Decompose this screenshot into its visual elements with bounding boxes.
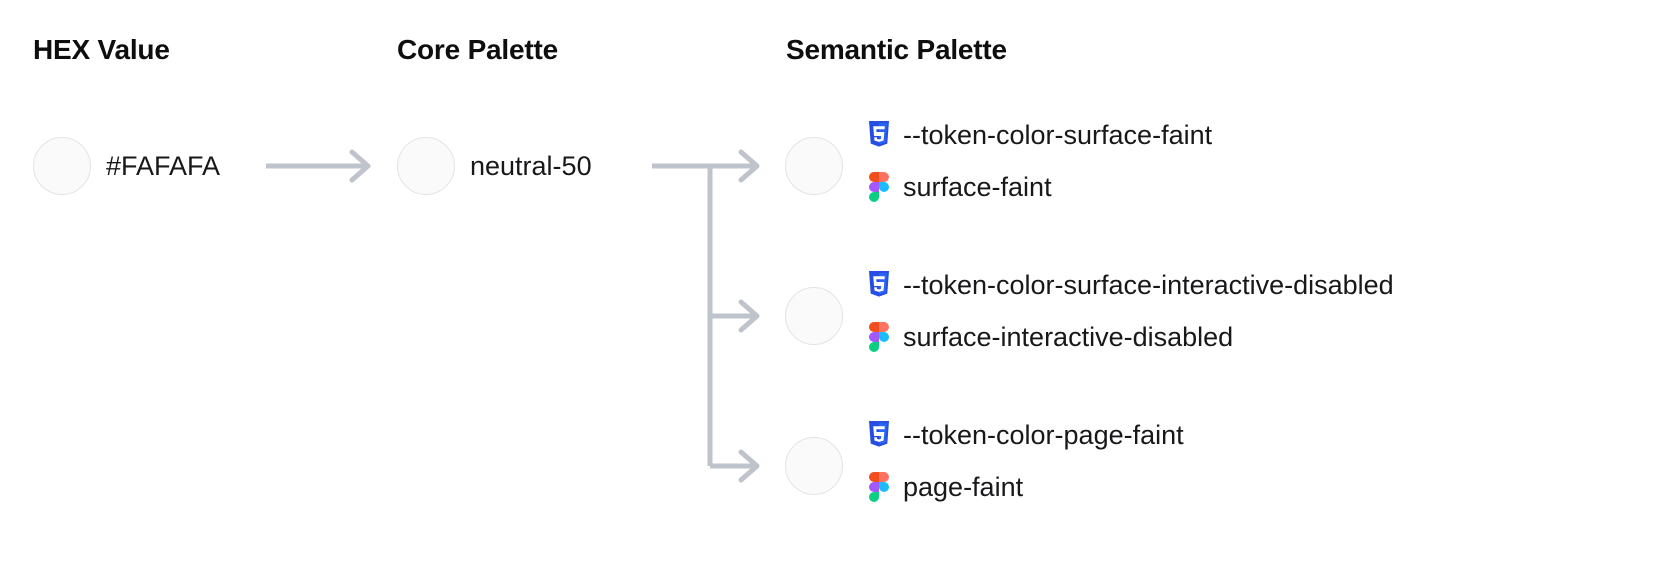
- arrow-branch-2-head: [738, 299, 760, 333]
- arrow-core-branch-trunk: [652, 163, 713, 466]
- css-variable-line: --token-color-page-faint: [866, 416, 1184, 454]
- color-swatch-semantic-1: [785, 287, 843, 345]
- semantic-token-row: --token-color-surface-interactive-disabl…: [866, 266, 1394, 356]
- arrow-hex-to-core-head: [349, 149, 371, 183]
- css3-icon: [866, 420, 892, 450]
- css-variable-line: --token-color-surface-interactive-disabl…: [866, 266, 1394, 304]
- core-palette-label: neutral-50: [470, 151, 592, 181]
- figma-token-name: page-faint: [903, 471, 1024, 502]
- hex-value-label: #FAFAFA: [106, 151, 221, 181]
- semantic-token-row: --token-color-page-faint page-faint: [866, 416, 1184, 506]
- css3-icon: [866, 270, 892, 300]
- css3-icon: [866, 120, 892, 150]
- color-swatch-hex: [33, 137, 91, 195]
- column-heading-hex-value: HEX Value: [33, 34, 170, 65]
- color-swatch-semantic-0: [785, 137, 843, 195]
- arrow-branch-3-head: [738, 449, 760, 483]
- figma-token-name: surface-faint: [903, 171, 1052, 202]
- column-heading-core-palette: Core Palette: [397, 34, 558, 65]
- css-variable-name: --token-color-surface-faint: [903, 119, 1213, 150]
- css-variable-name: --token-color-page-faint: [903, 419, 1184, 450]
- figma-token-name: surface-interactive-disabled: [903, 321, 1234, 352]
- css-variable-name: --token-color-surface-interactive-disabl…: [903, 269, 1394, 300]
- figma-token-line: page-faint: [866, 468, 1184, 506]
- arrow-branch-1-head: [738, 149, 760, 183]
- figma-token-line: surface-interactive-disabled: [866, 318, 1394, 356]
- column-heading-semantic-palette: Semantic Palette: [786, 34, 1007, 65]
- css-variable-line: --token-color-surface-faint: [866, 116, 1212, 154]
- figma-icon: [866, 322, 892, 352]
- color-swatch-core: [397, 137, 455, 195]
- color-swatch-semantic-2: [785, 437, 843, 495]
- figma-icon: [866, 172, 892, 202]
- figma-icon: [866, 472, 892, 502]
- figma-token-line: surface-faint: [866, 168, 1212, 206]
- semantic-token-row: --token-color-surface-faint surface-fain…: [866, 116, 1212, 206]
